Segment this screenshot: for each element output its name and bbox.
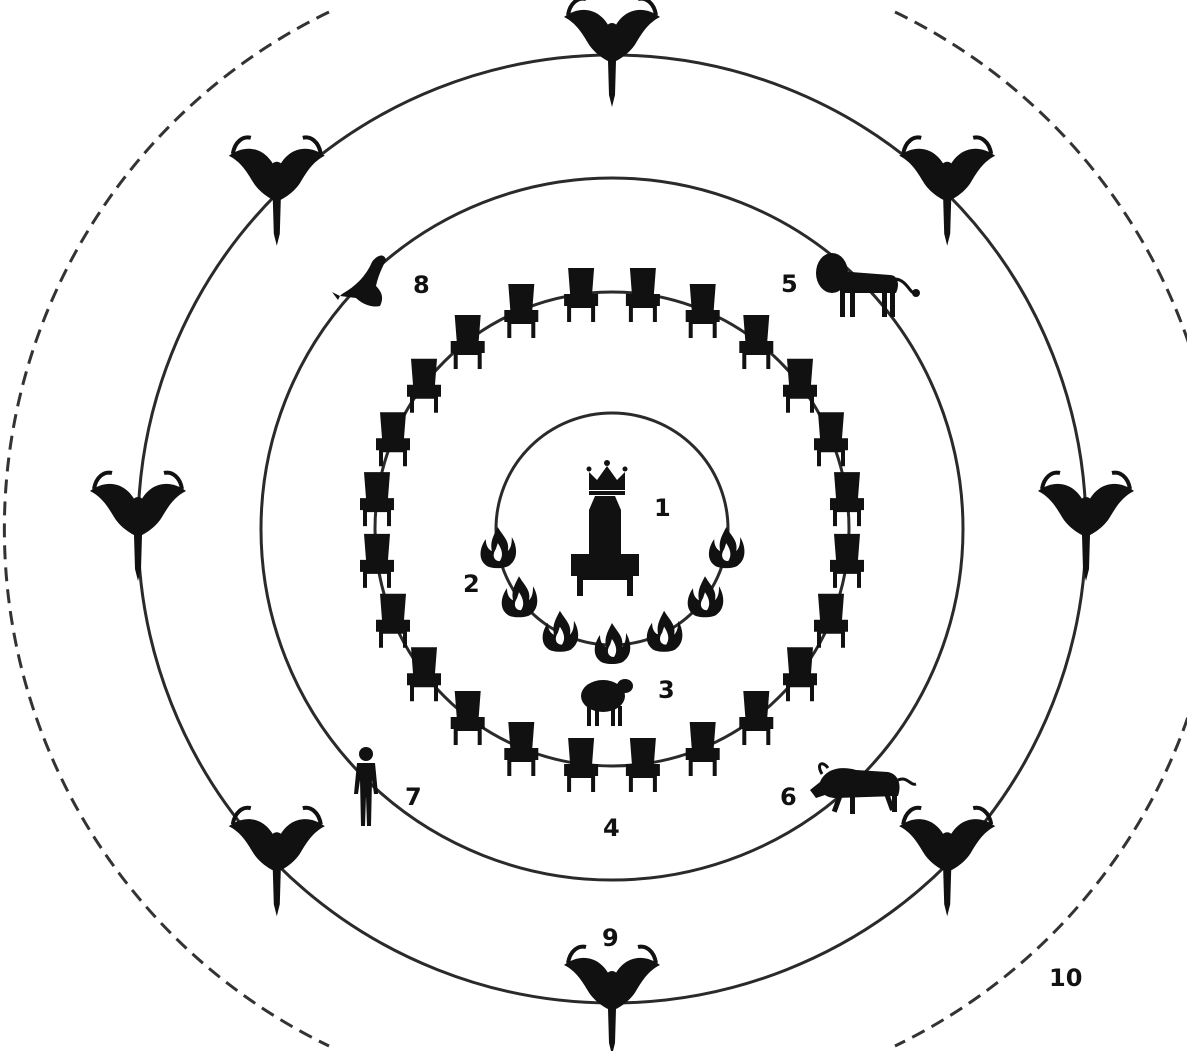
elder-seat-icon — [504, 284, 538, 338]
elder-seat-icon — [451, 691, 485, 745]
flame-icon — [709, 527, 745, 568]
elder-seat-icon — [360, 534, 394, 588]
label-lion: 5 — [781, 270, 798, 298]
elder-seat-icon — [814, 412, 848, 466]
flame-icon — [481, 527, 517, 568]
lamb-icon — [581, 679, 633, 726]
man-icon — [354, 747, 378, 826]
angel-icon — [90, 473, 186, 581]
label-man: 7 — [405, 783, 422, 811]
elder-seat-icon — [376, 412, 410, 466]
elder-seat-icon — [783, 647, 817, 701]
crown-icon — [587, 460, 628, 495]
label-multitude: 10 — [1049, 964, 1082, 992]
angel-icon — [229, 808, 325, 916]
angel-icon — [899, 808, 995, 916]
eagle-icon — [332, 256, 386, 307]
label-throne: 1 — [654, 494, 671, 522]
elder-seat-icon — [686, 284, 720, 338]
flame-icon — [595, 623, 631, 664]
elder-seat-icon — [407, 359, 441, 413]
flame-icon — [543, 611, 579, 652]
elder-seat-icon — [739, 315, 773, 369]
elder-seat-icon — [564, 738, 598, 792]
elder-seat-icon — [564, 268, 598, 322]
lion-icon — [816, 253, 920, 317]
label-lamb: 3 — [658, 676, 675, 704]
elder-seat-icon — [407, 647, 441, 701]
label-lamps: 2 — [463, 570, 480, 598]
label-calf: 6 — [780, 783, 797, 811]
flame-icon — [647, 611, 683, 652]
label-angels: 9 — [602, 924, 619, 952]
elder-seat-icon — [830, 534, 864, 588]
elder-seat-icon — [360, 472, 394, 526]
flame-icon — [688, 576, 724, 617]
elder-seat-icon — [626, 738, 660, 792]
elder-seat-icon — [686, 722, 720, 776]
elder-seat-icon — [504, 722, 538, 776]
elder-seat-icon — [830, 472, 864, 526]
elder-seat-icon — [783, 359, 817, 413]
label-elders: 4 — [603, 814, 620, 842]
elder-seat-icon — [814, 594, 848, 648]
elder-seat-icon — [376, 594, 410, 648]
angel-icon — [564, 0, 660, 107]
angel-icon — [564, 947, 660, 1051]
elder-seat-icon — [451, 315, 485, 369]
flame-icon — [502, 576, 538, 617]
throne-icon — [571, 496, 639, 596]
elder-seat-icon — [739, 691, 773, 745]
elder-seat-icon — [626, 268, 660, 322]
angel-icon — [1038, 473, 1134, 581]
label-eagle: 8 — [413, 271, 430, 299]
